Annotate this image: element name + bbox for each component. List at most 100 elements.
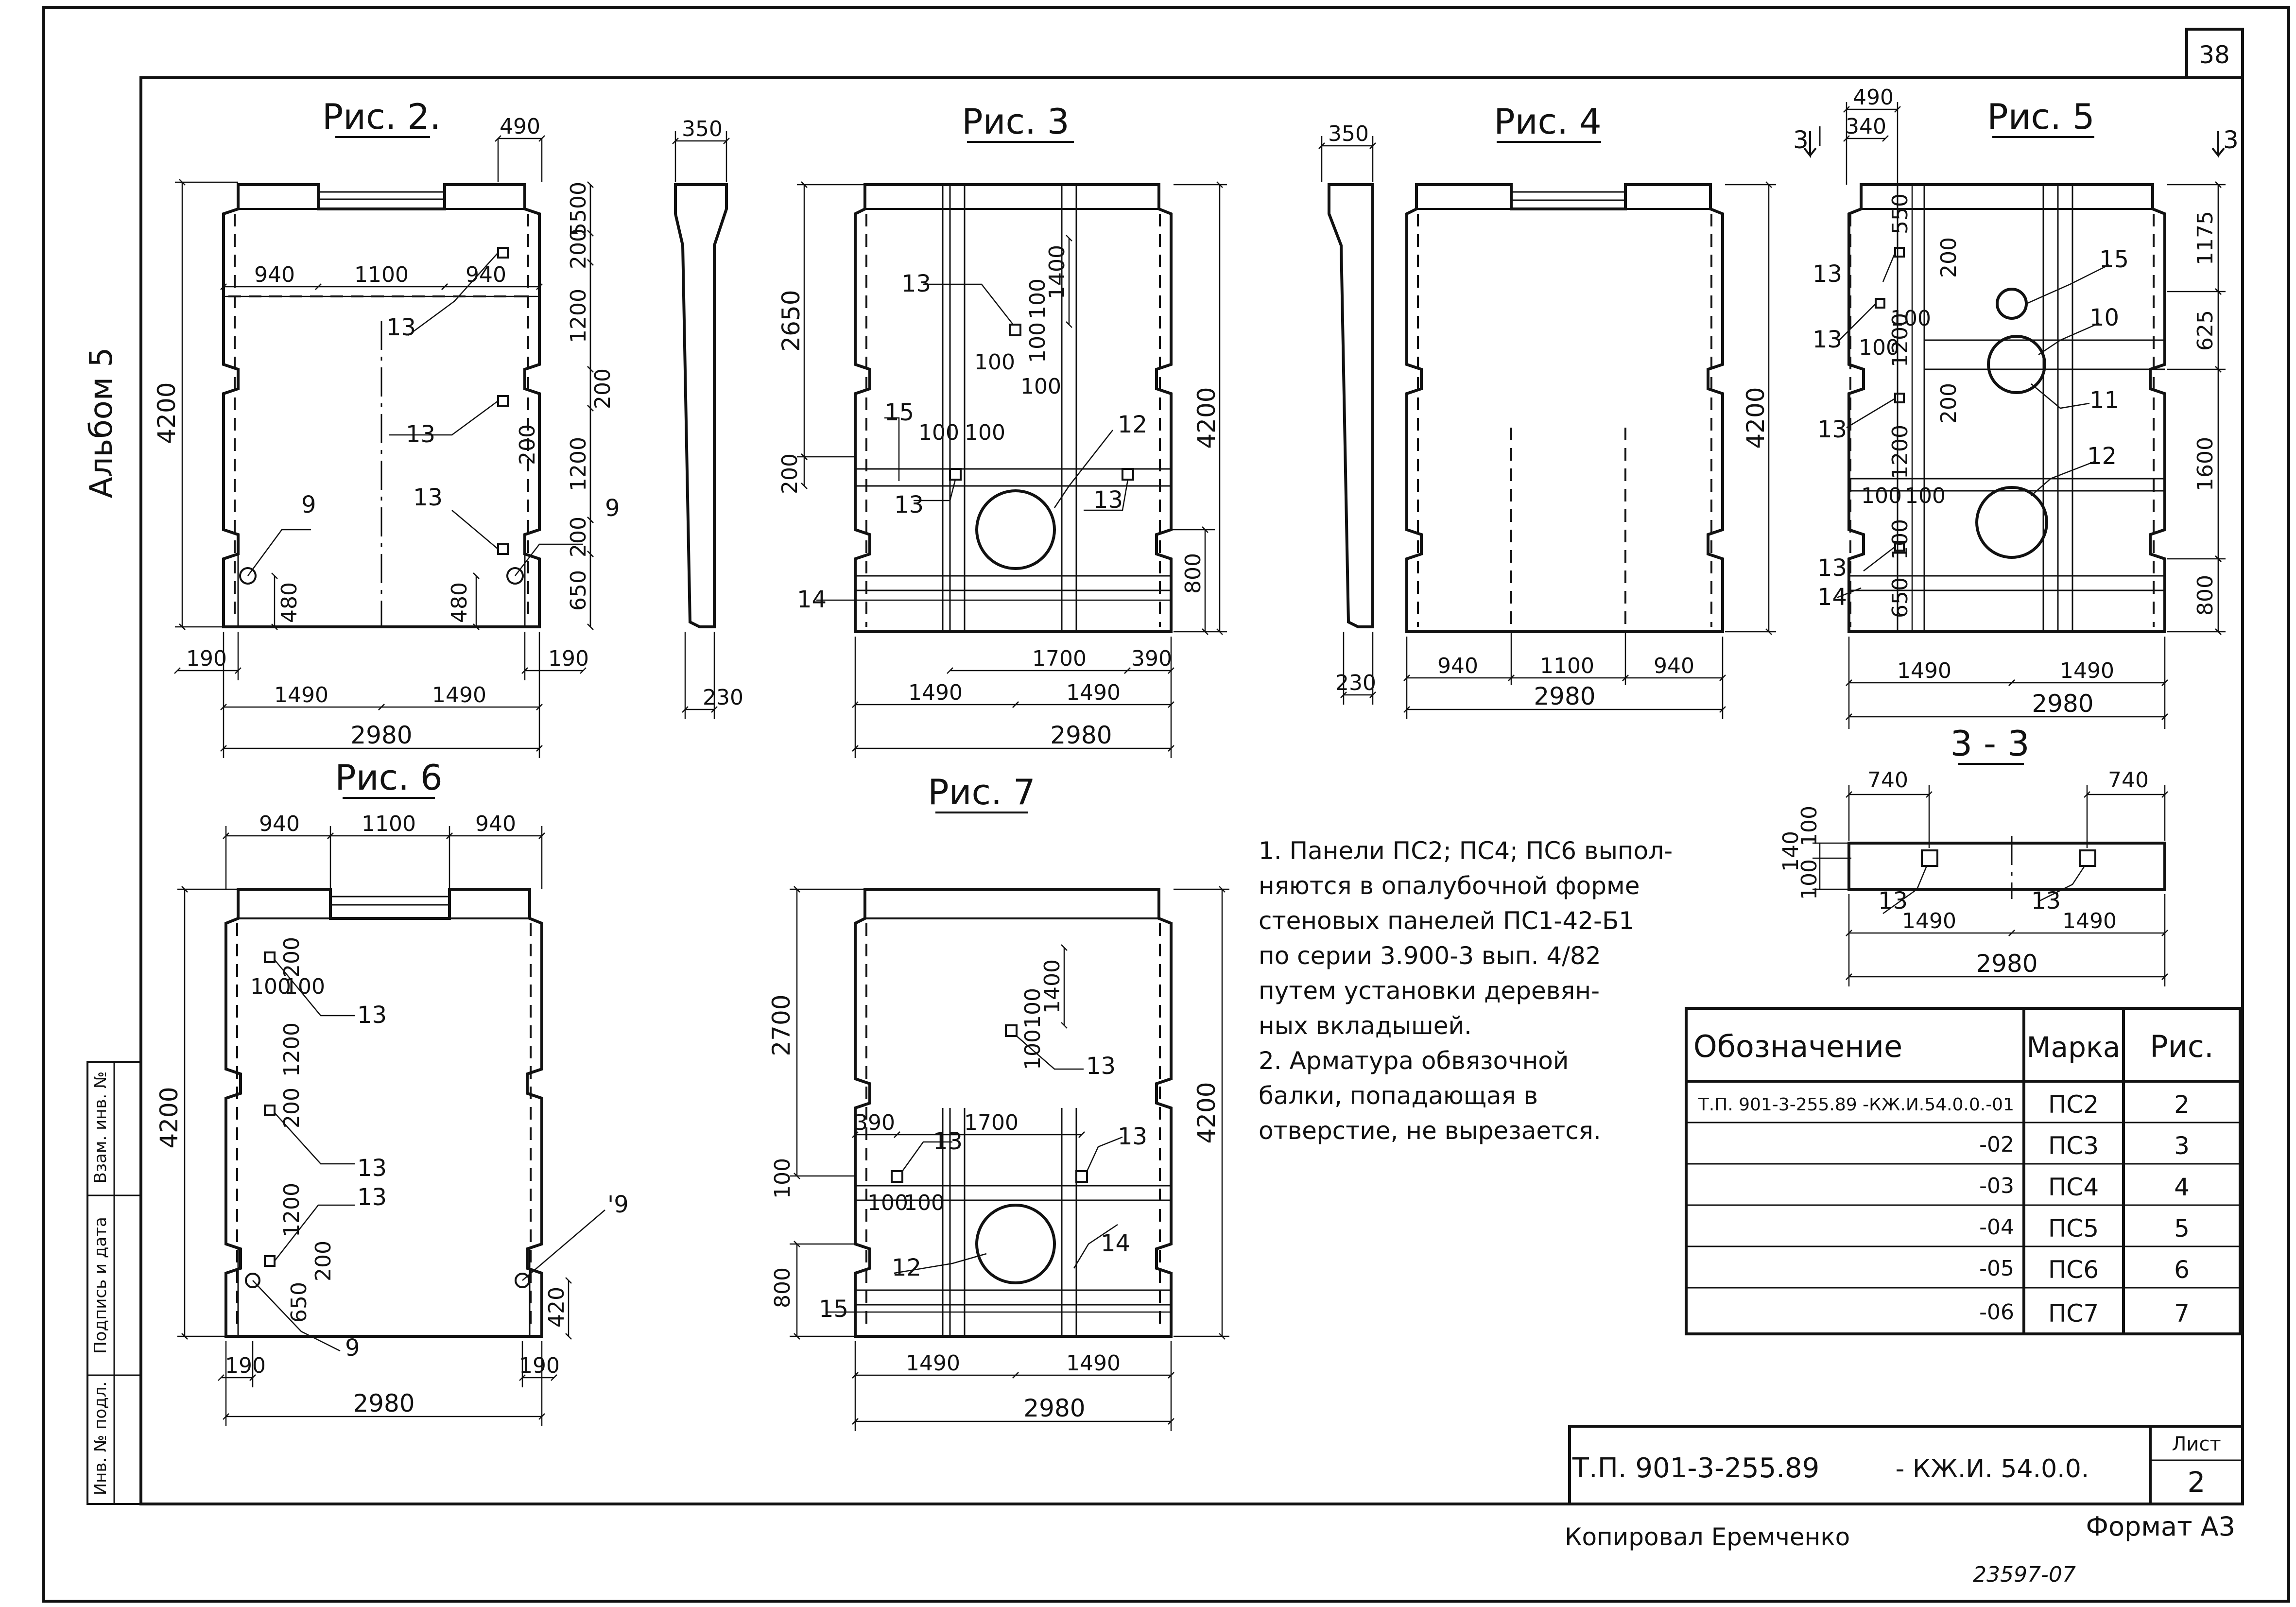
title-code: Т.П. 901-3-255.89 (1572, 1452, 1820, 1484)
table-header-mark: Марка (2027, 1031, 2121, 1064)
section-3-3: 3 - 3 13 13 740 740 100 140 100 1490 149… (1778, 723, 2168, 986)
section-mark-13a: 13 (1878, 887, 1908, 915)
fig7-dim-4200: 4200 (1192, 1082, 1221, 1143)
fig3-dim-1400: 1400 (1045, 245, 1070, 299)
fig5-dim-550: 550 (1888, 193, 1913, 234)
fig5-mark-11: 11 (2089, 387, 2119, 414)
fig4-panel-outline (1405, 183, 1724, 633)
fig5-mark-12: 12 (2087, 443, 2117, 470)
stamp-podpis: Подпись и дата (91, 1217, 110, 1354)
section-dim-2980: 2980 (1976, 950, 2037, 978)
notes-block: 1. Панели ПС2; ПС4; ПС6 выпол- няются в … (1259, 833, 1696, 1148)
fig6-mark-13a: 13 (357, 1002, 387, 1029)
table-row2-mark: ПС3 (2048, 1132, 2099, 1160)
table-row6-fig: 7 (2174, 1299, 2190, 1328)
sheet-number: 38 (2199, 41, 2230, 69)
fig3-dim-1490a: 1490 (908, 680, 963, 705)
note-line: по серии 3.900-3 вып. 4/82 (1259, 942, 1601, 970)
fig3-dim-800: 800 (1181, 553, 1206, 594)
fig2-mark-13c: 13 (413, 484, 443, 511)
fig3-dim-100e: 100 (918, 420, 959, 445)
fig3-dim-4200: 4200 (1192, 387, 1221, 449)
fig3-title: Рис. 3 (962, 101, 1069, 142)
note-line: путем установки деревян- (1259, 977, 1600, 1005)
fig7-mark-13b: 13 (933, 1128, 963, 1155)
fig7-dim-800: 800 (770, 1267, 795, 1308)
fig5-mark-14: 14 (1817, 584, 1847, 611)
fig7-dim-100b: 100 (1020, 1029, 1045, 1070)
fig4-title: Рис. 4 (1494, 101, 1601, 142)
fig4-dim-940a: 940 (1437, 654, 1478, 678)
fig5-mark-10: 10 (2089, 304, 2119, 331)
fig7-dim-1490a: 1490 (906, 1351, 960, 1376)
section-dim-140: 140 (1778, 831, 1803, 872)
fig2-mark-9a: 9 (301, 491, 316, 518)
fig4-dim-940b: 940 (1654, 654, 1694, 678)
fig6-dim-200c: 200 (311, 1241, 336, 1281)
table-row3-code: -03 (1979, 1174, 2014, 1198)
fig5-panel-outline (1847, 183, 2166, 633)
fig3-mark-14: 14 (797, 586, 827, 613)
fig2-mark-9b: 9 (605, 495, 620, 522)
fig6-panel-outline (224, 888, 543, 1338)
fig5-dim-1490a: 1490 (1897, 658, 1951, 683)
fig3-dim-1700: 1700 (1032, 646, 1087, 671)
fig7-mark-12: 12 (892, 1254, 921, 1281)
fig5-dim-100d: 100 (1905, 484, 1946, 508)
fig2-dim-200a: 200 (566, 228, 591, 269)
table-row3-fig: 4 (2174, 1173, 2190, 1201)
fig2-dim-480b: 480 (447, 582, 472, 623)
fig6-mark-9a: 9 (345, 1334, 360, 1362)
table-header-fig: Рис. (2150, 1029, 2213, 1064)
fig7-mark-13c: 13 (1118, 1123, 1147, 1150)
edge2-dim-350: 350 (1328, 121, 1369, 146)
note-line: стеновых панелей ПС1-42-Б1 (1259, 907, 1635, 935)
fig5-mark-13a: 13 (1813, 260, 1842, 288)
table-row6-code: -06 (1979, 1300, 2014, 1325)
fig7-dim-100d: 100 (867, 1191, 908, 1215)
fig5-dim-100b: 100 (1859, 335, 1899, 360)
fig3-dim-1490b: 1490 (1066, 680, 1121, 705)
fig5-dim-2980: 2980 (2032, 690, 2093, 718)
fig7-mark-14: 14 (1101, 1230, 1130, 1257)
fig5-dim-1600: 1600 (2193, 437, 2218, 491)
fig2-dim-4200: 4200 (153, 382, 181, 444)
fig7-dim-100e: 100 (904, 1191, 945, 1215)
fig3-mark-15: 15 (884, 399, 914, 426)
fig2-dim-1490b: 1490 (432, 683, 486, 708)
sheet-number-box (2185, 28, 2244, 79)
fig7-dim-1400: 1400 (1040, 959, 1065, 1014)
edge-profile-1: 350 230 (672, 117, 743, 719)
footer-format: Формат А3 (2086, 1511, 2235, 1542)
fig4-dim-4200: 4200 (1742, 387, 1770, 449)
table-row5-fig: 6 (2174, 1256, 2190, 1284)
fig3-dim-390: 390 (1131, 646, 1172, 671)
drawing-frame (139, 76, 2244, 1505)
stamp-inv-podl: Инв. № подл. (91, 1382, 110, 1496)
fig2-title: Рис. 2. (322, 96, 441, 137)
fig6-dim-100b: 100 (284, 974, 325, 999)
section-dim-100b: 100 (1797, 859, 1822, 900)
footer-copied: Копировал Еремченко (1565, 1523, 1850, 1551)
table-row1-mark: ПС2 (2048, 1090, 2099, 1119)
fig5-dim-1490b: 1490 (2060, 658, 2114, 683)
fig2-dim-940b: 940 (466, 262, 506, 287)
fig5-dim-100e: 100 (1888, 519, 1913, 560)
figure-4: Рис. 4 4200 940 1100 940 2980 (1403, 101, 1776, 719)
fig3-dim-100b: 100 (1025, 322, 1050, 363)
fig6-dim-1200b: 1200 (279, 1183, 304, 1237)
fig5-title: Рис. 5 (1987, 96, 2094, 137)
table-row1-fig: 2 (2174, 1090, 2190, 1119)
fig2-mark-13a: 13 (386, 314, 416, 341)
fig3-dim-2980: 2980 (1050, 721, 1112, 749)
fig7-dim-100c: 100 (770, 1158, 795, 1199)
table-row4-code: -04 (1979, 1215, 2014, 1240)
fig2-dim-1200b: 1200 (566, 437, 591, 491)
section-dim-100a: 100 (1797, 806, 1822, 847)
fig7-dim-390: 390 (854, 1110, 895, 1135)
fig5-dim-100c: 100 (1861, 484, 1902, 508)
fig3-panel-outline (854, 183, 1173, 633)
fig6-dim-940b: 940 (475, 812, 516, 836)
fig6-dim-650: 650 (287, 1282, 311, 1323)
